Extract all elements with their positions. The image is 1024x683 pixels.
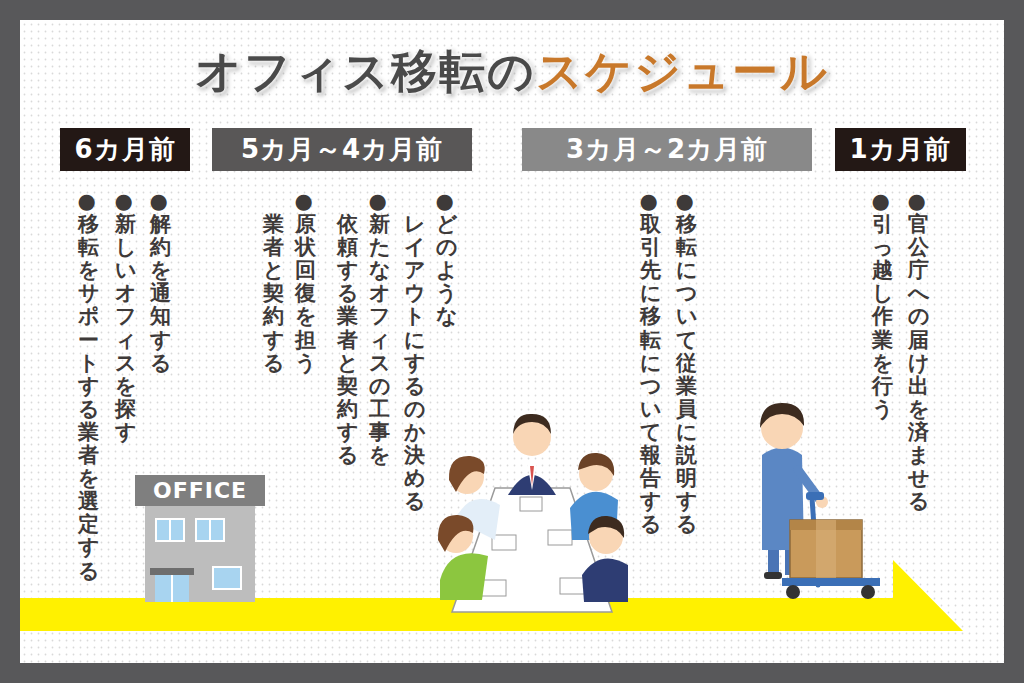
- period-heading: 3カ月～2カ月前: [566, 132, 768, 167]
- task-item: ●引っ越し作業を行う: [872, 190, 893, 421]
- title: オフィス移転のスケジュール: [195, 41, 829, 103]
- period-heading: 6カ月前: [74, 132, 175, 167]
- period-band: 5カ月～4カ月前: [212, 128, 472, 171]
- dot-texture: [20, 20, 1004, 663]
- period-band: 6カ月前: [60, 128, 190, 171]
- mover-illustration: [760, 403, 880, 599]
- task-item: ●解約を通知する: [150, 190, 171, 375]
- task-item: ●どのような レイアウトにするのか決める: [404, 190, 457, 513]
- task-item: ●取引先に移転について報告する: [640, 190, 661, 536]
- text-column: 業者と契約する: [263, 213, 284, 375]
- task-item: ●原状回復を担う 業者と契約する: [263, 190, 316, 375]
- text-column: ●解約を通知する: [150, 190, 171, 375]
- text-column: 依頼する業者と契約する: [337, 213, 358, 467]
- meeting-illustration: [438, 414, 628, 612]
- text-column: ●新たなオフィスの工事を: [369, 190, 390, 467]
- text-column: ●新しいオフィスを探す: [115, 190, 136, 444]
- task-item: ●新たなオフィスの工事を 依頼する業者と契約する: [337, 190, 390, 467]
- text-column: ●移転について従業員に説明する: [676, 190, 697, 536]
- period-band: 3カ月～2カ月前: [522, 128, 812, 171]
- text-column: ●官公庁への届け出を済ませる: [908, 190, 929, 513]
- text-column: ●引っ越し作業を行う: [872, 190, 893, 421]
- office-building: [135, 475, 265, 602]
- text-column: ●取引先に移転について報告する: [640, 190, 661, 536]
- sign-text: OFFICE: [153, 478, 247, 503]
- task-item: ●移転について従業員に説明する: [676, 190, 697, 536]
- task-item: ●移転をサポートする業者を選定する: [78, 190, 99, 583]
- text-column: ●移転をサポートする業者を選定する: [78, 190, 99, 583]
- text-column: ●どのような: [436, 190, 457, 329]
- period-heading: 1カ月前: [849, 132, 950, 167]
- task-item: ●新しいオフィスを探す: [115, 190, 136, 444]
- inner-panel: [20, 20, 1004, 663]
- task-item: ●官公庁への届け出を済ませる: [908, 190, 929, 513]
- period-heading: 5カ月～4カ月前: [241, 132, 443, 167]
- text-column: ●原状回復を担う: [295, 190, 316, 375]
- period-band: 1カ月前: [835, 128, 966, 171]
- text-column: レイアウトにするのか決める: [404, 213, 425, 513]
